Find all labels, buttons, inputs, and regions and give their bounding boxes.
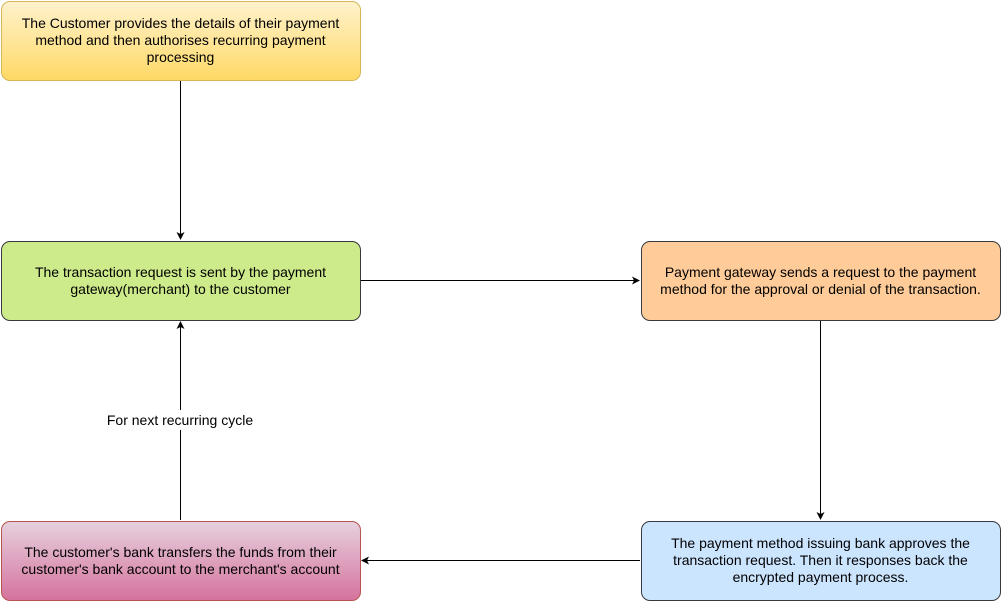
recurring-cycle-label: For next recurring cycle: [100, 410, 260, 430]
node-issuing-bank: The payment method issuing bank approves…: [640, 520, 1001, 601]
node-customer-authorises-text: The Customer provides the details of the…: [21, 15, 340, 65]
node-transaction-request-text: The transaction request is sent by the p…: [34, 263, 327, 297]
node-payment-gateway: Payment gateway sends a request to the p…: [640, 240, 1001, 321]
node-transaction-request: The transaction request is sent by the p…: [0, 240, 361, 321]
node-bank-transfer-text: The customer's bank transfers the funds …: [21, 543, 340, 577]
node-customer-authorises: The Customer provides the details of the…: [0, 0, 361, 81]
node-issuing-bank-text: The payment method issuing bank approves…: [671, 535, 970, 585]
node-payment-gateway-text: Payment gateway sends a request to the p…: [660, 263, 981, 297]
node-bank-transfer: The customer's bank transfers the funds …: [0, 520, 361, 601]
